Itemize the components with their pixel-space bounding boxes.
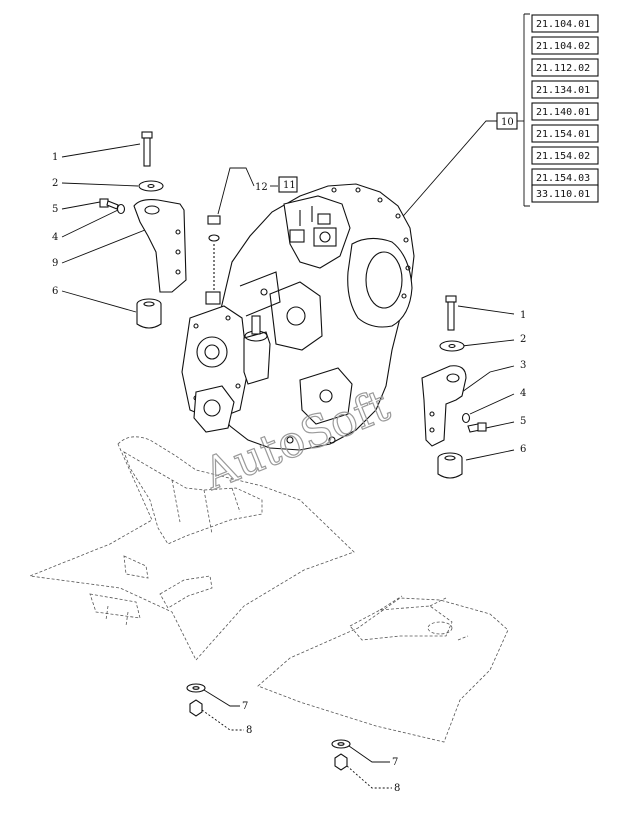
ref-code-box-4 — [531, 80, 599, 99]
ref-code-4: 21.134.01 — [536, 85, 590, 96]
right-callout-1: 1 — [520, 310, 526, 321]
ref-code-1: 21.104.01 — [536, 19, 590, 30]
lock-washer-icon — [461, 412, 471, 424]
ref-code-box-1 — [531, 14, 599, 33]
right-callout-4: 4 — [520, 388, 526, 399]
transmission-assembly — [181, 183, 415, 451]
ref-code-box-9 — [531, 184, 599, 203]
bolt-icon — [141, 131, 153, 167]
small-bolt-icon — [467, 422, 487, 433]
right-callouts: 1 2 3 4 5 6 — [457, 305, 526, 461]
ref-code-8: 21.154.03 — [536, 173, 590, 184]
o-ring-icon — [208, 234, 220, 242]
sub-label-11: 11 — [283, 180, 296, 191]
washer-icon — [439, 340, 465, 352]
nut-icon — [189, 699, 203, 717]
ref-code-9: 33.110.01 — [536, 189, 590, 200]
washer-icon — [186, 683, 206, 693]
lock-washer-icon — [116, 203, 126, 215]
washer-icon — [331, 739, 351, 749]
right-callout-6: 6 — [520, 444, 526, 455]
left-hardware — [99, 131, 187, 329]
bolt-icon — [445, 295, 457, 331]
bottom-right-callout-7: 7 — [392, 757, 398, 768]
right-callout-5: 5 — [520, 416, 526, 427]
bottom-right-hardware: 7 8 — [331, 739, 400, 794]
bracket-icon — [133, 199, 187, 293]
right-callout-3: 3 — [520, 360, 526, 371]
ref-code-2: 21.104.02 — [536, 41, 590, 52]
rubber-mount-icon — [136, 298, 162, 329]
nut-icon — [334, 753, 348, 771]
ref-code-3: 21.112.02 — [536, 63, 590, 74]
ref-code-box-6 — [531, 124, 599, 143]
ref-code-box-2 — [531, 36, 599, 55]
ref-code-box-7 — [531, 146, 599, 165]
sub-label-12-11: 12 11 — [217, 167, 298, 215]
washer-icon — [138, 180, 164, 192]
ref-code-7: 21.154.02 — [536, 151, 590, 162]
ref-code-5: 21.140.01 — [536, 107, 590, 118]
group-label-text: 10 — [501, 117, 514, 128]
left-callout-6: 6 — [52, 286, 58, 297]
left-callouts: 1 2 5 4 9 6 — [52, 143, 151, 313]
ref-code-box-5 — [531, 102, 599, 121]
right-callout-2: 2 — [520, 334, 526, 345]
bottom-left-callout-8: 8 — [246, 725, 252, 736]
left-callout-5: 5 — [52, 204, 58, 215]
reference-code-list: 21.104.01 21.104.02 21.112.02 21.134.01 … — [523, 13, 599, 207]
plug-icon — [207, 215, 221, 225]
group-label-10: 10 — [397, 112, 524, 223]
bottom-left-callout-7: 7 — [242, 701, 248, 712]
bracket-icon — [421, 365, 467, 447]
left-callout-4: 4 — [52, 232, 58, 243]
bottom-left-hardware: 7 8 — [186, 683, 252, 736]
ref-code-box-3 — [531, 58, 599, 77]
sub-label-12: 12 — [255, 182, 268, 193]
small-bolt-icon — [99, 198, 119, 210]
ref-code-6: 21.154.01 — [536, 129, 590, 140]
left-callout-9: 9 — [52, 258, 58, 269]
bottom-right-callout-8: 8 — [394, 783, 400, 794]
right-hardware — [421, 295, 487, 479]
left-callout-2: 2 — [52, 178, 58, 189]
left-callout-1: 1 — [52, 152, 58, 163]
chassis-frame — [28, 436, 509, 743]
rubber-mount-icon — [437, 452, 463, 479]
